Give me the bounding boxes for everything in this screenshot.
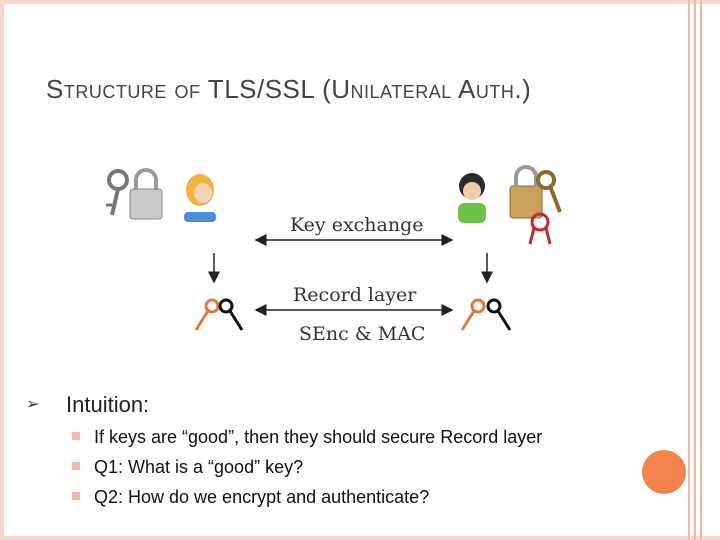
senc-mac-label: SEnc & MAC [299,323,426,345]
right-padlock-icon [509,165,562,219]
client-session-keys-icon [194,298,244,331]
frame-right-line-3 [700,0,702,540]
server-user-icon [458,173,486,223]
sub-bullet-2: Q1: What is a “good” key? [72,457,303,478]
key-exchange-label: Key exchange [290,214,424,236]
client-user-icon [184,174,216,222]
sub-bullet-3: Q2: How do we encrypt and authenticate? [72,487,429,508]
sub-bullet-2-text: Q1: What is a “good” key? [94,457,304,477]
decorative-circle [642,450,686,494]
arrow-bullet-icon: ➢ [26,396,40,413]
sub-bullet-1: If keys are “good”, then they should sec… [72,427,542,448]
title-text: Structure of TLS/SSL (Unilateral Auth.) [46,74,532,104]
slide-title: Structure of TLS/SSL (Unilateral Auth.) [46,74,531,105]
sub-bullet-1-text: If keys are “good”, then they should sec… [94,427,543,447]
record-layer-label: Record layer [293,284,417,306]
square-bullet-icon [72,462,80,471]
frame-bottom-border [0,536,720,540]
frame-top-border [0,0,720,4]
server-session-keys-icon [460,298,512,331]
sub-bullet-3-text: Q2: How do we encrypt and authenticate? [94,487,430,507]
square-bullet-icon [72,492,80,501]
certificate-seal-icon [528,212,552,245]
left-padlock-icon [106,168,163,220]
frame-left-border [0,0,4,540]
square-bullet-icon [72,432,80,441]
frame-right-line-1 [688,0,690,540]
frame-right-line-2 [694,0,696,540]
bullet-intuition-text: Intuition: [66,392,150,417]
